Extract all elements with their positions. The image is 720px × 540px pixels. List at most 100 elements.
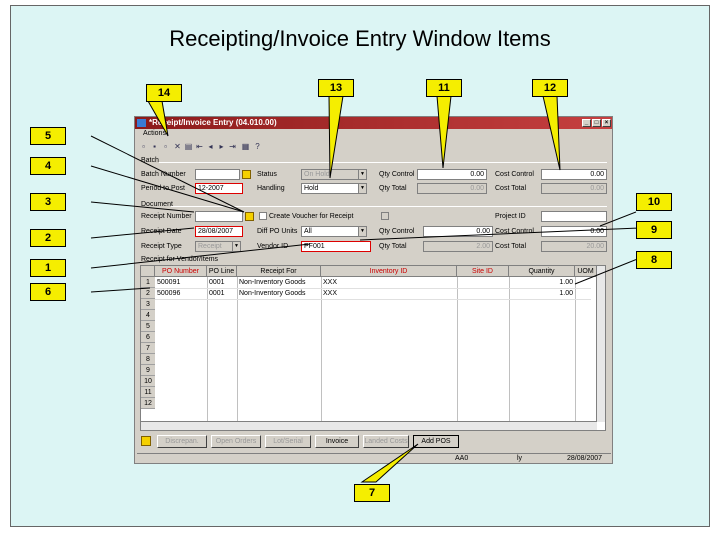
pointer-1 [90, 243, 311, 269]
receipt-lookup-icon[interactable] [245, 212, 254, 221]
save-icon[interactable]: ▪ [153, 142, 156, 151]
create-voucher-checkbox[interactable] [259, 212, 267, 220]
cell-inventory-id[interactable]: XXX [323, 279, 338, 286]
status-bar: AA0 ly 28/08/2007 [137, 453, 611, 463]
batch-number-input[interactable] [195, 169, 240, 180]
callout-5: 5 [30, 127, 66, 145]
batch-lookup-icon[interactable] [242, 170, 251, 179]
delete-icon[interactable]: ✕ [174, 142, 181, 151]
invoice-button[interactable]: Invoice [315, 435, 359, 448]
col-site-id[interactable]: Site ID [457, 266, 509, 277]
help-icon[interactable]: ? [255, 142, 260, 151]
col-po-line[interactable]: PO Line [207, 266, 237, 277]
document-divider [171, 206, 607, 207]
status-select[interactable]: On Hold▼ [301, 169, 367, 180]
prev-icon[interactable]: ◂ [208, 142, 213, 151]
copy-icon[interactable]: ▤ [184, 142, 193, 151]
cell-receipt-for[interactable]: Non-Inventory Goods [239, 290, 306, 297]
chevron-down-icon: ▼ [358, 184, 366, 193]
handling-select[interactable]: Hold ▼ [301, 183, 367, 194]
maximize-icon[interactable]: □ [592, 119, 601, 127]
pointer-6 [90, 287, 151, 293]
open-orders-button[interactable]: Open Orders [211, 435, 261, 448]
callout-11: 11 [426, 79, 462, 97]
period-to-post-input[interactable]: 12-2007 [195, 183, 243, 194]
col-receipt-for[interactable]: Receipt For [237, 266, 321, 277]
row-number[interactable]: 1 [141, 277, 155, 288]
receipt-number-input[interactable] [195, 211, 243, 222]
row-number[interactable]: 2 [141, 288, 155, 299]
menu-actions[interactable]: Actions [143, 130, 166, 137]
minimize-icon[interactable]: _ [582, 119, 591, 127]
last-icon[interactable]: ⇥ [229, 142, 236, 151]
handling-value: Hold [304, 185, 319, 192]
notes-icon[interactable]: ▦ [241, 142, 250, 151]
batch-qty-control-input[interactable]: 0.00 [417, 169, 487, 180]
period-to-post-label: Period to Post [141, 185, 185, 192]
doc-qty-control-label: Qty Control [379, 228, 415, 235]
app-icon [137, 119, 146, 127]
receipt-type-select[interactable]: Receipt▼ [195, 241, 241, 252]
receipt-date-input[interactable]: 28/08/2007 [195, 226, 243, 237]
status-label: Status [257, 171, 277, 178]
pointer-14 [147, 100, 169, 137]
grid-horizontal-scrollbar[interactable] [141, 421, 597, 430]
row-number[interactable]: 4 [141, 310, 155, 321]
row-number[interactable]: 10 [141, 376, 155, 387]
first-icon[interactable]: ⇤ [196, 142, 203, 151]
cell-quantity[interactable]: 1.00 [559, 290, 573, 297]
lot-serial-button[interactable]: Lot/Serial [265, 435, 311, 448]
grid-vline [321, 277, 322, 422]
status-value: On Hold [304, 171, 330, 178]
status-mode: AA0 [455, 455, 469, 462]
row-number[interactable]: 9 [141, 365, 155, 376]
receipt-type-label: Receipt Type [141, 243, 182, 250]
print-icon[interactable]: ▫ [164, 142, 167, 151]
discrepancy-button[interactable]: Discrepan. [157, 435, 207, 448]
next-icon[interactable]: ▸ [219, 142, 224, 151]
batch-cost-control-input[interactable]: 0.00 [541, 169, 607, 180]
doc-qty-control-input[interactable]: 0.00 [423, 226, 493, 237]
new-icon[interactable]: ▫ [142, 142, 145, 151]
project-id-input[interactable] [541, 211, 607, 222]
cell-inventory-id[interactable]: XXX [323, 290, 338, 297]
row-number[interactable]: 6 [141, 332, 155, 343]
row-number[interactable]: 5 [141, 321, 155, 332]
row-number[interactable]: 3 [141, 299, 155, 310]
col-inventory-id[interactable]: Inventory ID [321, 266, 457, 277]
landed-costs-button[interactable]: Landed Costs [363, 435, 409, 448]
col-po-number[interactable]: PO Number [155, 266, 207, 277]
pointer-8 [574, 257, 641, 285]
callout-2: 2 [30, 229, 66, 247]
cell-po-line[interactable]: 0001 [209, 290, 225, 297]
status-user: ly [517, 455, 523, 462]
row-number[interactable]: 7 [141, 343, 155, 354]
cell-po-number[interactable]: 500096 [157, 290, 181, 297]
cell-quantity[interactable]: 1.00 [559, 279, 573, 286]
notes-lookup-icon[interactable] [141, 436, 151, 446]
row-number[interactable]: 8 [141, 354, 155, 365]
callout-4: 4 [30, 157, 66, 175]
row-number[interactable]: 12 [141, 398, 155, 409]
grid-vline [457, 277, 458, 422]
project-id-label: Project ID [495, 213, 526, 220]
close-icon[interactable]: × [602, 119, 611, 127]
diff-po-units-select[interactable]: All▼ [301, 226, 367, 237]
batch-qty-control-label: Qty Control [379, 171, 415, 178]
add-pos-button[interactable]: Add POS [413, 435, 459, 448]
callout-10: 10 [636, 193, 672, 211]
vendor-id-input[interactable]: PF001 [301, 241, 371, 252]
col-quantity[interactable]: Quantity [509, 266, 575, 277]
row-number[interactable]: 11 [141, 387, 155, 398]
cell-receipt-for[interactable]: Non-Inventory Goods [239, 279, 306, 286]
cell-po-line[interactable]: 0001 [209, 279, 225, 286]
doc-cost-control-input[interactable]: 0.00 [541, 226, 607, 237]
grid-hline [155, 299, 591, 300]
grid-vertical-scrollbar[interactable] [596, 266, 605, 422]
receipt-type-value: Receipt [198, 243, 222, 250]
doc-cost-control-label: Cost Control [495, 228, 534, 235]
grid-corner [141, 266, 155, 277]
cell-po-number[interactable]: 500091 [157, 279, 181, 286]
batch-section-label: Batch [141, 157, 159, 164]
pointer-12 [542, 95, 561, 171]
